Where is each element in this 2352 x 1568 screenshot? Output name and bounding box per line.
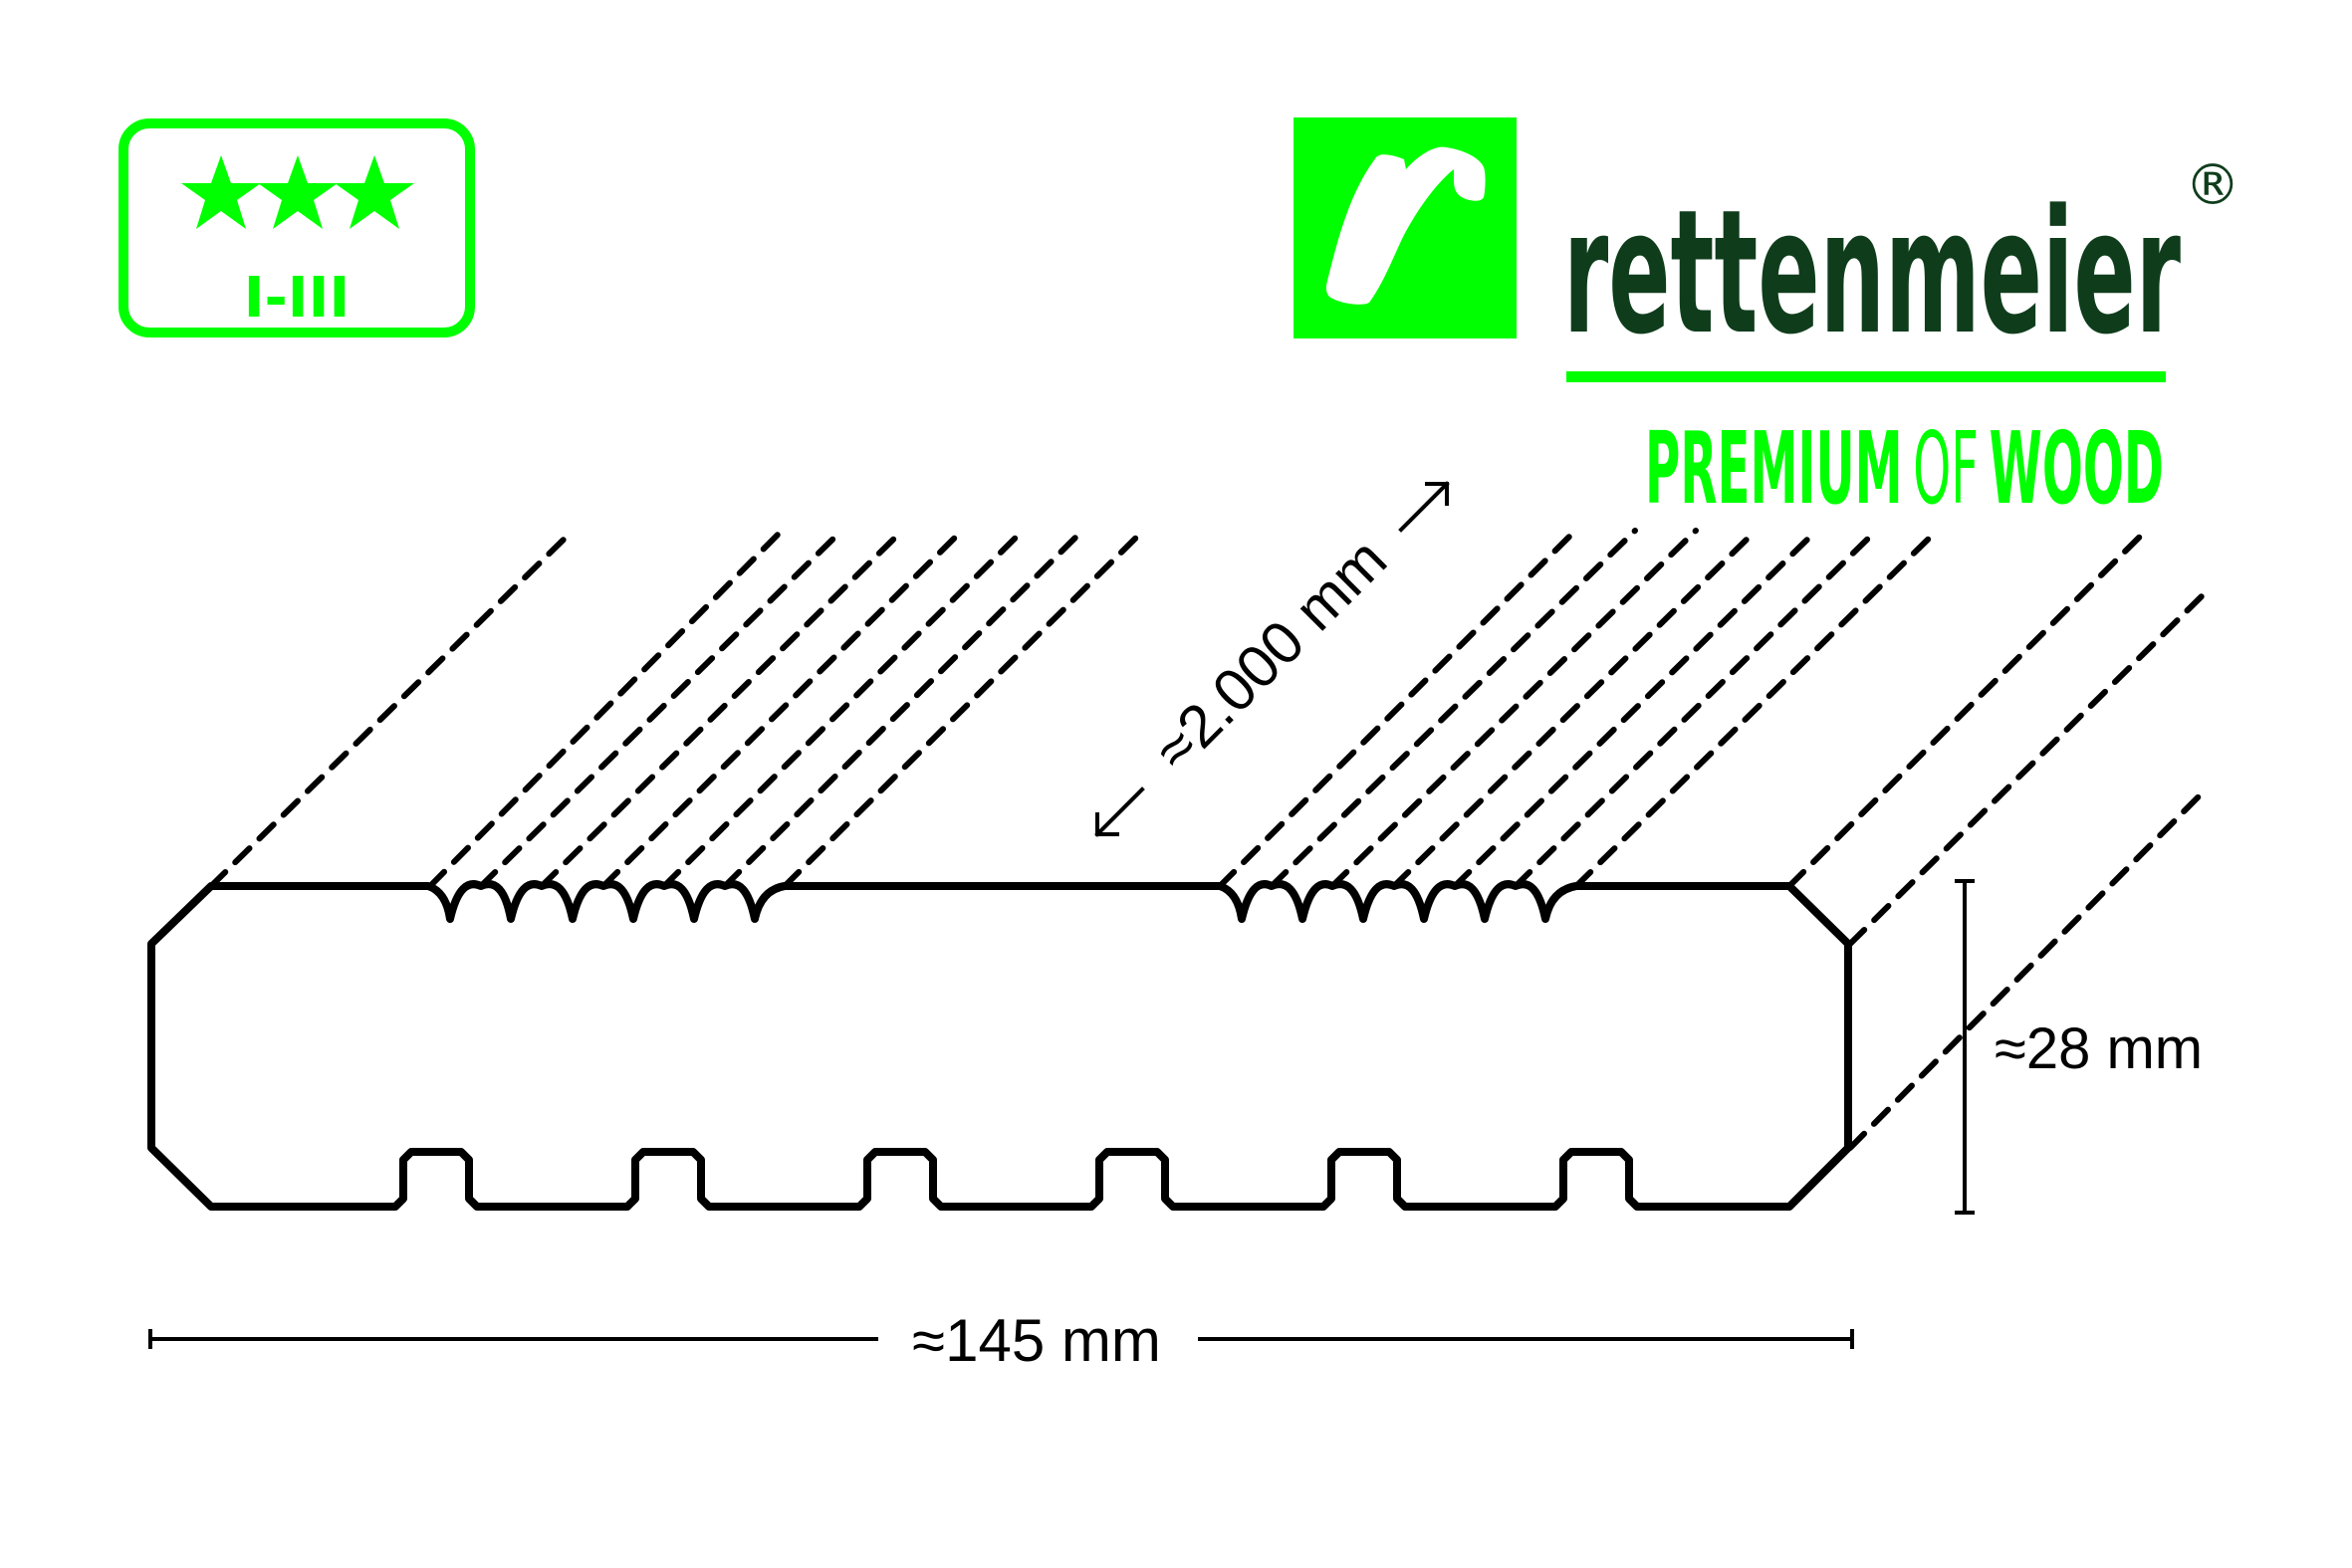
brand-tagline: PREMIUMOFWOOD [1645,410,2164,527]
star-rating [181,155,414,229]
length-perspective-lines [208,528,2210,1151]
star-icon [335,155,414,229]
arrow-up-right-icon [1398,481,1450,533]
durability-badge: I-III [118,118,475,337]
arrow-down-left-icon [1094,786,1145,837]
length-dimension: ≈2.000 mm [1094,481,1450,837]
brand-underline [1566,371,2166,382]
tagline-premium: PREMIUM [1645,410,1903,527]
brand-logo: rettenmeier ® PREMIUMOFWOOD [1294,117,2240,527]
height-dimension: ≈28 mm [1955,879,2203,1215]
tagline-wood: WOOD [1990,410,2164,527]
registered-mark: ® [2185,153,2240,218]
board-profile-outline [147,880,1852,1211]
arrow-up-right-head-icon [1425,482,1449,506]
arrow-down-left-head-icon [1095,812,1119,836]
width-dimension: ≈145 mm [148,1307,1854,1374]
brand-name: rettenmeier [1563,172,2181,372]
r-letter-logo-icon [1325,146,1486,305]
durability-class-label: I-III [244,266,351,331]
badge-border [118,118,475,337]
width-label: ≈145 mm [912,1307,1161,1374]
length-label: ≈2.000 mm [1141,526,1399,784]
star-icon [181,155,261,229]
tagline-of: OF [1913,410,1979,527]
height-label: ≈28 mm [1995,1016,2203,1081]
star-icon [258,155,338,229]
